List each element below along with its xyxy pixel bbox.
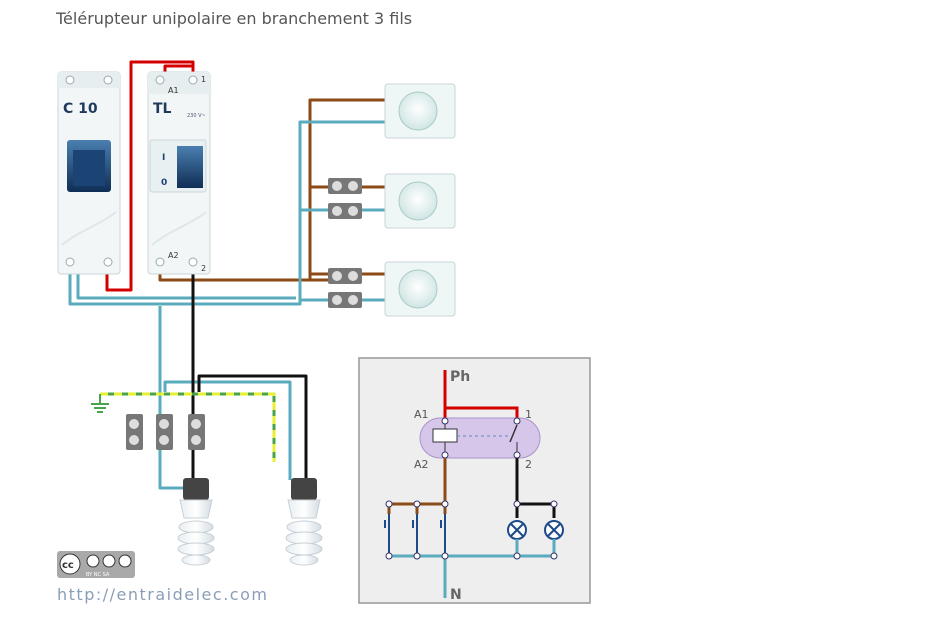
relay-on-label: I xyxy=(162,153,165,163)
schematic-a1-label: A1 xyxy=(414,408,429,421)
schematic-1-label: 1 xyxy=(525,408,532,421)
pushbutton-2 xyxy=(384,173,456,229)
neutral-drop xyxy=(158,306,292,490)
remote-control-switch: A1 1 TL 230 V~ I 0 A2 2 xyxy=(147,71,211,275)
phase-wire xyxy=(105,60,195,292)
relay-2-label: 2 xyxy=(201,264,206,273)
relay-label: TL xyxy=(153,101,172,117)
lamp-1 xyxy=(177,478,215,566)
pushbutton-1 xyxy=(384,83,456,139)
relay-1-label: 1 xyxy=(201,75,206,84)
neutral-wire-2 xyxy=(76,272,296,300)
breaker-label: C 10 xyxy=(63,101,98,117)
relay-rating: 230 V~ xyxy=(187,113,206,119)
schematic-phase-label: Ph xyxy=(450,369,470,385)
cc-license-terms: BY NC SA xyxy=(86,572,110,578)
schematic-neutral-label: N xyxy=(450,587,462,603)
earth-symbol xyxy=(91,394,109,413)
wires xyxy=(68,60,385,490)
relay-off-label: 0 xyxy=(161,178,167,188)
site-url: http://entraidelec.com xyxy=(57,585,269,604)
relay-a2-label: A2 xyxy=(168,251,179,260)
return-wire xyxy=(158,98,385,282)
relay-a1-label: A1 xyxy=(168,86,179,95)
page-title: Télérupteur unipolaire en branchement 3 … xyxy=(56,9,413,28)
pushbuttons xyxy=(384,83,456,317)
circuit-breaker: C 10 xyxy=(57,71,121,275)
schematic-2-label: 2 xyxy=(525,458,532,471)
pushbutton-3 xyxy=(384,261,456,317)
cc-license-badge: cc BY NC SA xyxy=(57,551,135,578)
junction-blocks xyxy=(126,414,205,450)
lamp-2 xyxy=(285,478,323,566)
wago-connectors-top xyxy=(328,178,362,308)
schematic-panel: Ph N A1 A2 1 2 xyxy=(358,357,591,604)
cc-badge-text: cc xyxy=(62,560,74,571)
schematic-a2-label: A2 xyxy=(414,458,429,471)
